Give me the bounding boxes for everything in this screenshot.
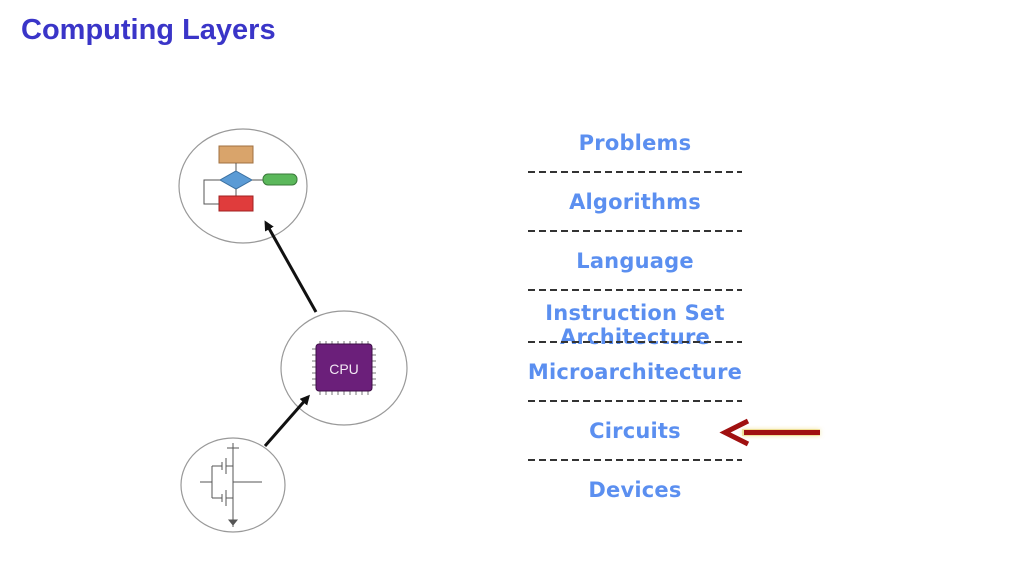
layer-separator: [528, 289, 742, 291]
cpu-to-flowchart-arrow: [264, 220, 318, 313]
layer-problems: Problems: [578, 131, 692, 155]
cpu-chip-icon: CPU: [280, 310, 408, 426]
layer-separator: [528, 459, 742, 461]
cpu-label: CPU: [329, 361, 359, 377]
layer-devices: Devices: [588, 478, 682, 502]
layer-isa: Instruction Set Architecture: [545, 301, 725, 349]
layer-separator: [528, 341, 742, 343]
layer-separator: [528, 400, 742, 402]
left-arrow-icon: [719, 418, 820, 447]
layer-microarchitecture: Microarchitecture: [527, 360, 743, 384]
layer-circuits: Circuits: [589, 419, 681, 443]
flowchart-icon: [178, 128, 308, 244]
layer-separator: [528, 230, 742, 232]
circuit-to-cpu-arrow: [263, 394, 310, 447]
transistor-circuit-icon: [180, 437, 286, 533]
layer-separator: [528, 171, 742, 173]
layer-language: Language: [576, 249, 694, 273]
layer-algorithms: Algorithms: [569, 190, 701, 214]
slide-title: Computing Layers: [21, 14, 276, 46]
